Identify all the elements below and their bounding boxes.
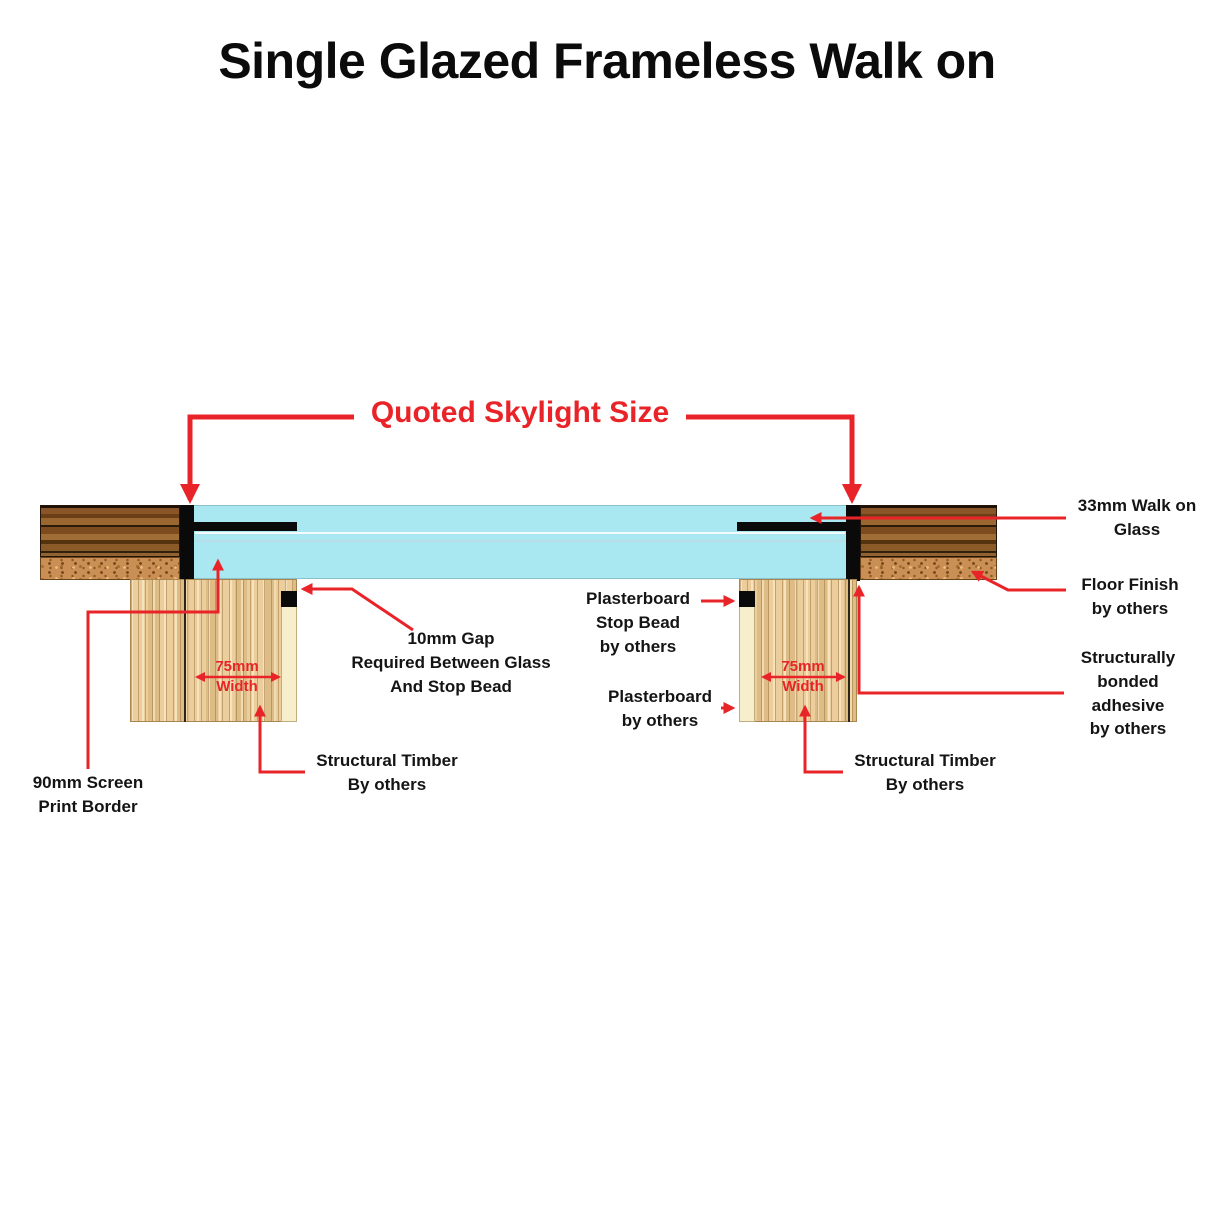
timber-post-left (130, 579, 297, 722)
timber-post-right (739, 579, 857, 722)
screen-print-border-left (193, 522, 297, 531)
timber-left-pointer-line (254, 704, 305, 774)
quoted-size-line-right (686, 414, 862, 504)
screen-print-border-right (737, 522, 847, 531)
bonded-adhesive-pointer-line (853, 584, 1064, 695)
page-title: Single Glazed Frameless Walk on (218, 33, 996, 89)
screen-print-border-label: 90mm Screen Print Border (32, 773, 144, 816)
stop-bead-right (739, 591, 755, 607)
width-75mm-left-label: 75mm Width (215, 658, 259, 695)
adhesive-bar-right (846, 505, 860, 581)
structural-timber-left-label: Structural Timber By others (316, 751, 458, 794)
bonded-adhesive-label: Structurally bonded adhesive by others (1080, 648, 1176, 739)
structural-timber-right-label: Structural Timber By others (854, 751, 996, 794)
plasterboard-label: Plasterboard by others (608, 687, 712, 730)
width-75mm-right-label: 75mm Width (781, 658, 825, 695)
floor-underlay-left (40, 557, 180, 580)
floor-finish-pointer-line (970, 570, 1066, 592)
timber-right-pointer-line (799, 704, 843, 774)
stop-bead-label: Plasterboard Stop Bead by others (586, 589, 690, 656)
gap-pointer-line (300, 583, 414, 632)
glass-edge-line-left (184, 579, 186, 722)
adhesive-bar-left (180, 505, 194, 581)
gap-note-label: 10mm Gap Required Between Glass And Stop… (351, 629, 551, 696)
floor-underlay-right (860, 557, 997, 580)
glass-interlayer-line-2 (195, 540, 845, 542)
glass-edge-line-right (848, 579, 850, 722)
stop-bead-left (281, 591, 297, 607)
floor-finish-label: Floor Finish by others (1081, 575, 1179, 618)
glass-panel (183, 505, 857, 579)
walk-on-glass-label: 33mm Walk on Glass (1077, 496, 1197, 539)
floor-finish-wood-right (860, 505, 997, 557)
screen-print-border-pointer-line (86, 558, 224, 769)
quoted-skylight-size-label: Quoted Skylight Size (370, 396, 670, 429)
floor-finish-wood-left (40, 505, 180, 557)
glass-interlayer-line-1 (195, 532, 845, 534)
quoted-size-line-left (180, 414, 354, 504)
